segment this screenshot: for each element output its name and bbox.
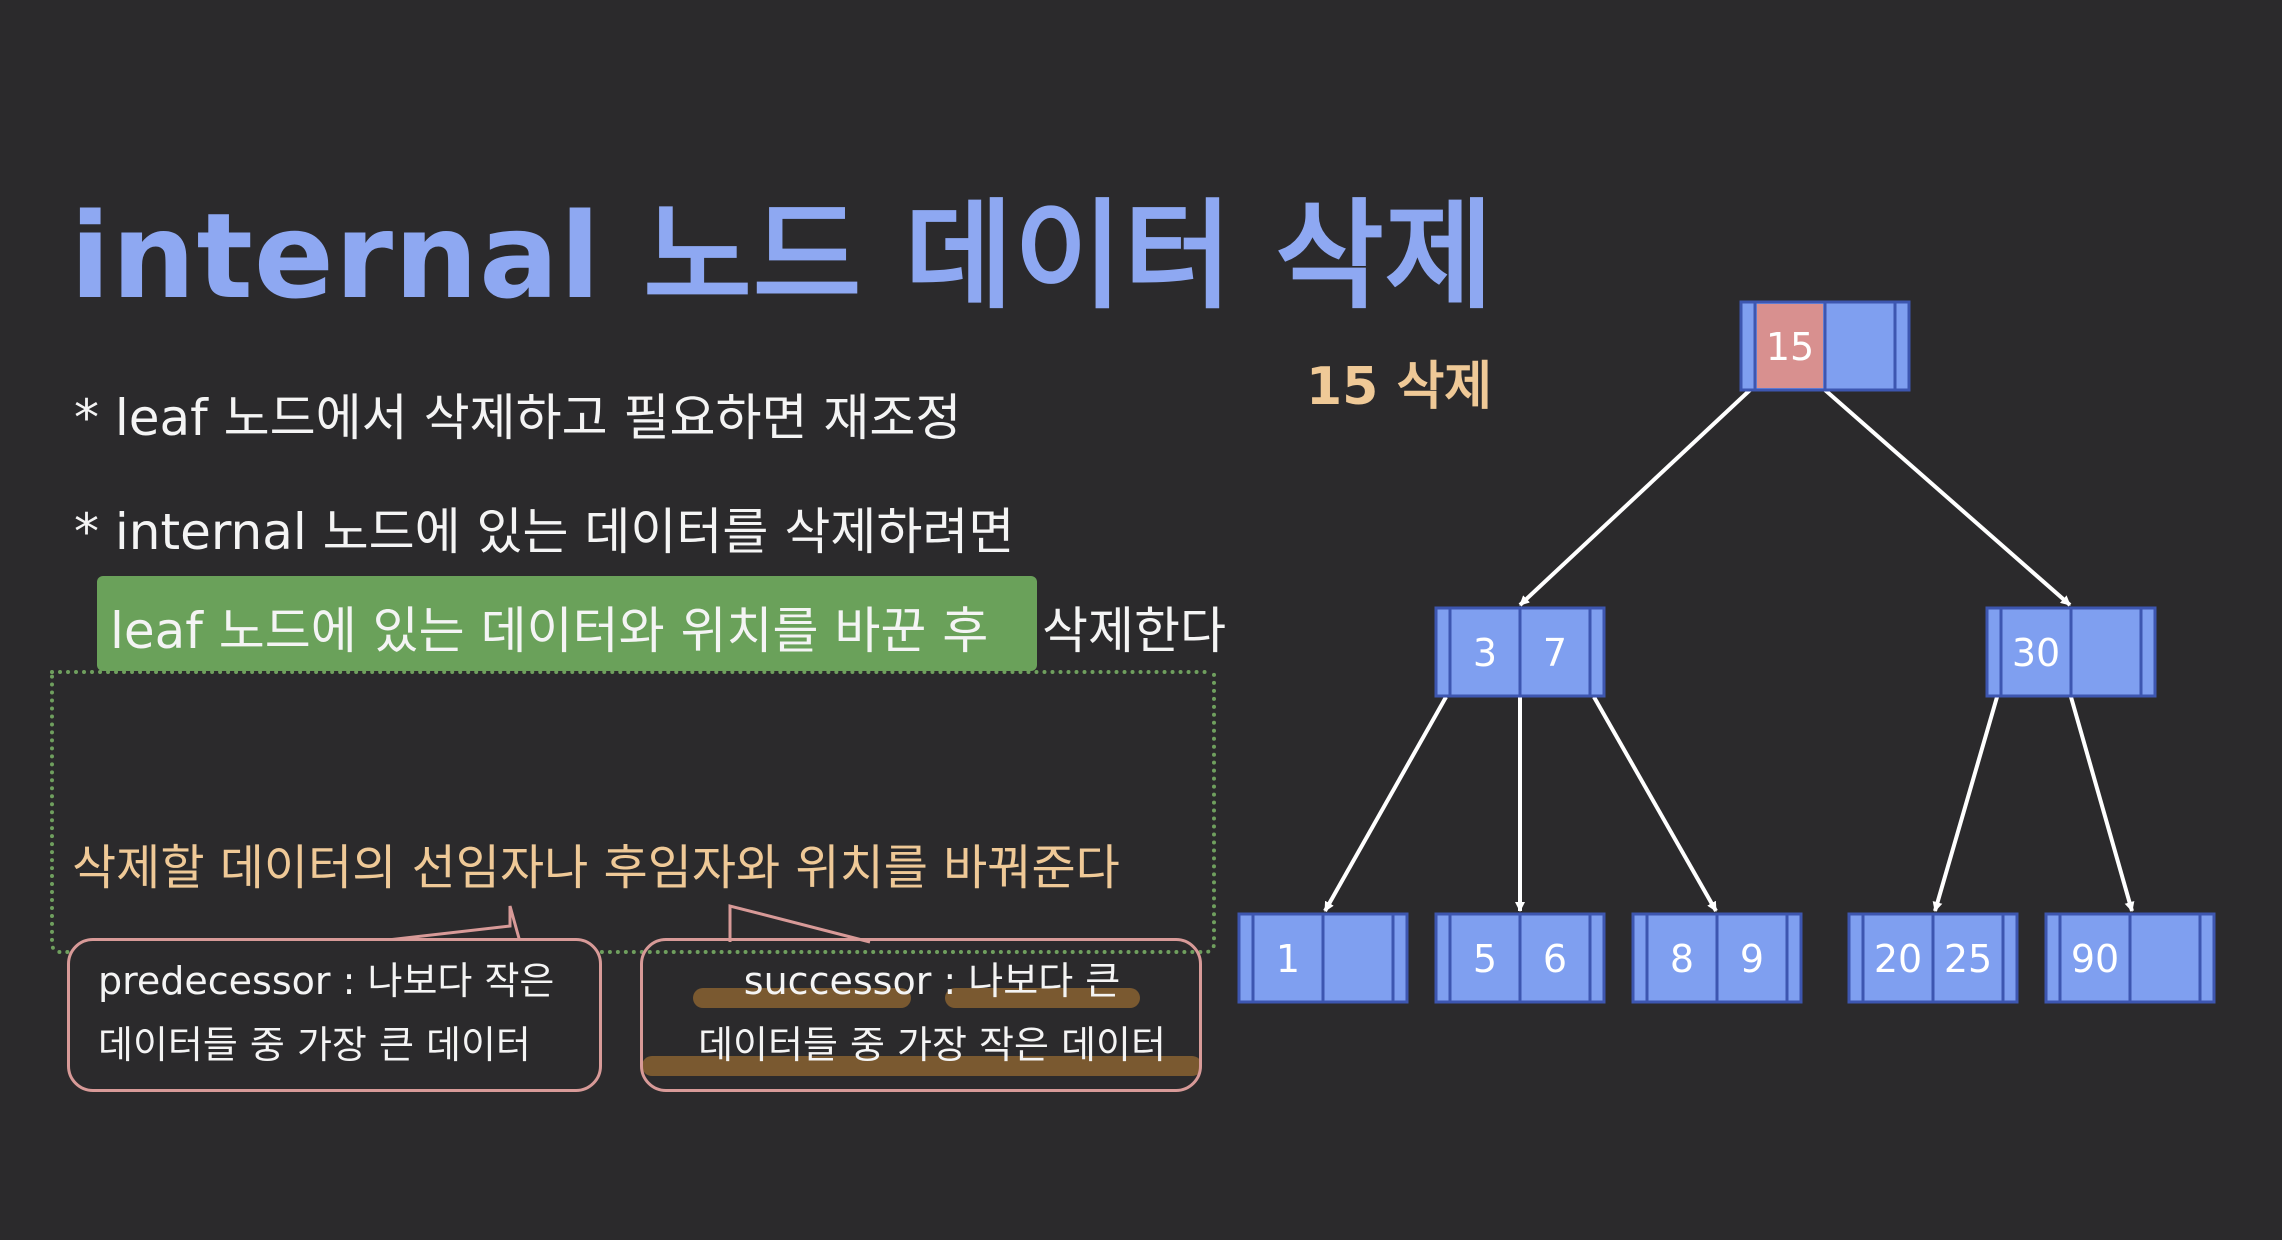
successor-underline-3	[642, 1056, 1202, 1076]
bullet-internal-delete: * internal 노드에 있는 데이터를 삭제하려면	[74, 503, 1015, 561]
highlighted-text: leaf 노드에 있는 데이터와 위치를 바꾼 후	[110, 602, 989, 660]
predecessor-line-1: predecessor : 나보다 작은	[98, 959, 555, 1003]
slide-title: internal 노드 데이터 삭제	[70, 187, 1495, 325]
tree-edge-arrow	[1932, 696, 1999, 912]
leaf-node-1: 1	[1237, 912, 1409, 1004]
dotted-frame	[50, 672, 1216, 954]
root-node: 15	[1739, 300, 1911, 392]
node-key: 6	[1543, 937, 1567, 981]
successor-line-1: successor : 나보다 큰	[743, 959, 1121, 1003]
successor-bubble-tail	[728, 904, 871, 944]
node-key: 3	[1473, 631, 1497, 675]
successor-underline-2	[945, 988, 1140, 1008]
node-key: 25	[1944, 937, 1992, 981]
highlight-bar	[97, 576, 1037, 671]
node-key: 5	[1473, 937, 1497, 981]
node-key: 1	[1276, 937, 1300, 981]
tree-edge-arrow	[2069, 696, 2135, 912]
successor-bubble: successor : 나보다 큰 데이터들 중 가장 작은 데이터	[640, 938, 1202, 1092]
tree-edges	[1323, 388, 2135, 912]
node-key: 7	[1543, 631, 1567, 675]
node-key: 15	[1766, 325, 1814, 369]
delete-label: 15 삭제	[1306, 357, 1493, 417]
node-key: 8	[1670, 937, 1694, 981]
node-key: 20	[1874, 937, 1922, 981]
predecessor-bubble-tail	[370, 905, 522, 944]
swap-note: 삭제할 데이터의 선임자나 후임자와 위치를 바꿔준다	[72, 840, 1120, 896]
successor-underline-1	[693, 988, 911, 1008]
bullet-leaf-delete: * leaf 노드에서 삭제하고 필요하면 재조정	[74, 389, 962, 447]
tree-edge-arrow	[1823, 388, 2072, 607]
predecessor-line-2: 데이터들 중 가장 큰 데이터	[98, 1023, 531, 1067]
deleted-key-cell	[1757, 304, 1823, 388]
internal-node-2: 30	[1985, 606, 2157, 698]
dotted-frame-top	[50, 670, 1208, 674]
tree-edge-arrow	[1518, 388, 1752, 607]
node-key: 30	[2012, 631, 2060, 675]
successor-line-2: 데이터들 중 가장 작은 데이터	[698, 1023, 1166, 1067]
node-key: 90	[2071, 937, 2119, 981]
tree-edge-arrow	[1323, 696, 1448, 912]
node-key: 9	[1740, 937, 1764, 981]
highlight-suffix: 삭제한다	[1042, 602, 1226, 660]
tree-edge-arrow	[1592, 696, 1718, 912]
predecessor-bubble: predecessor : 나보다 작은 데이터들 중 가장 큰 데이터	[67, 938, 602, 1092]
leaf-node-5: 90	[2044, 912, 2216, 1004]
